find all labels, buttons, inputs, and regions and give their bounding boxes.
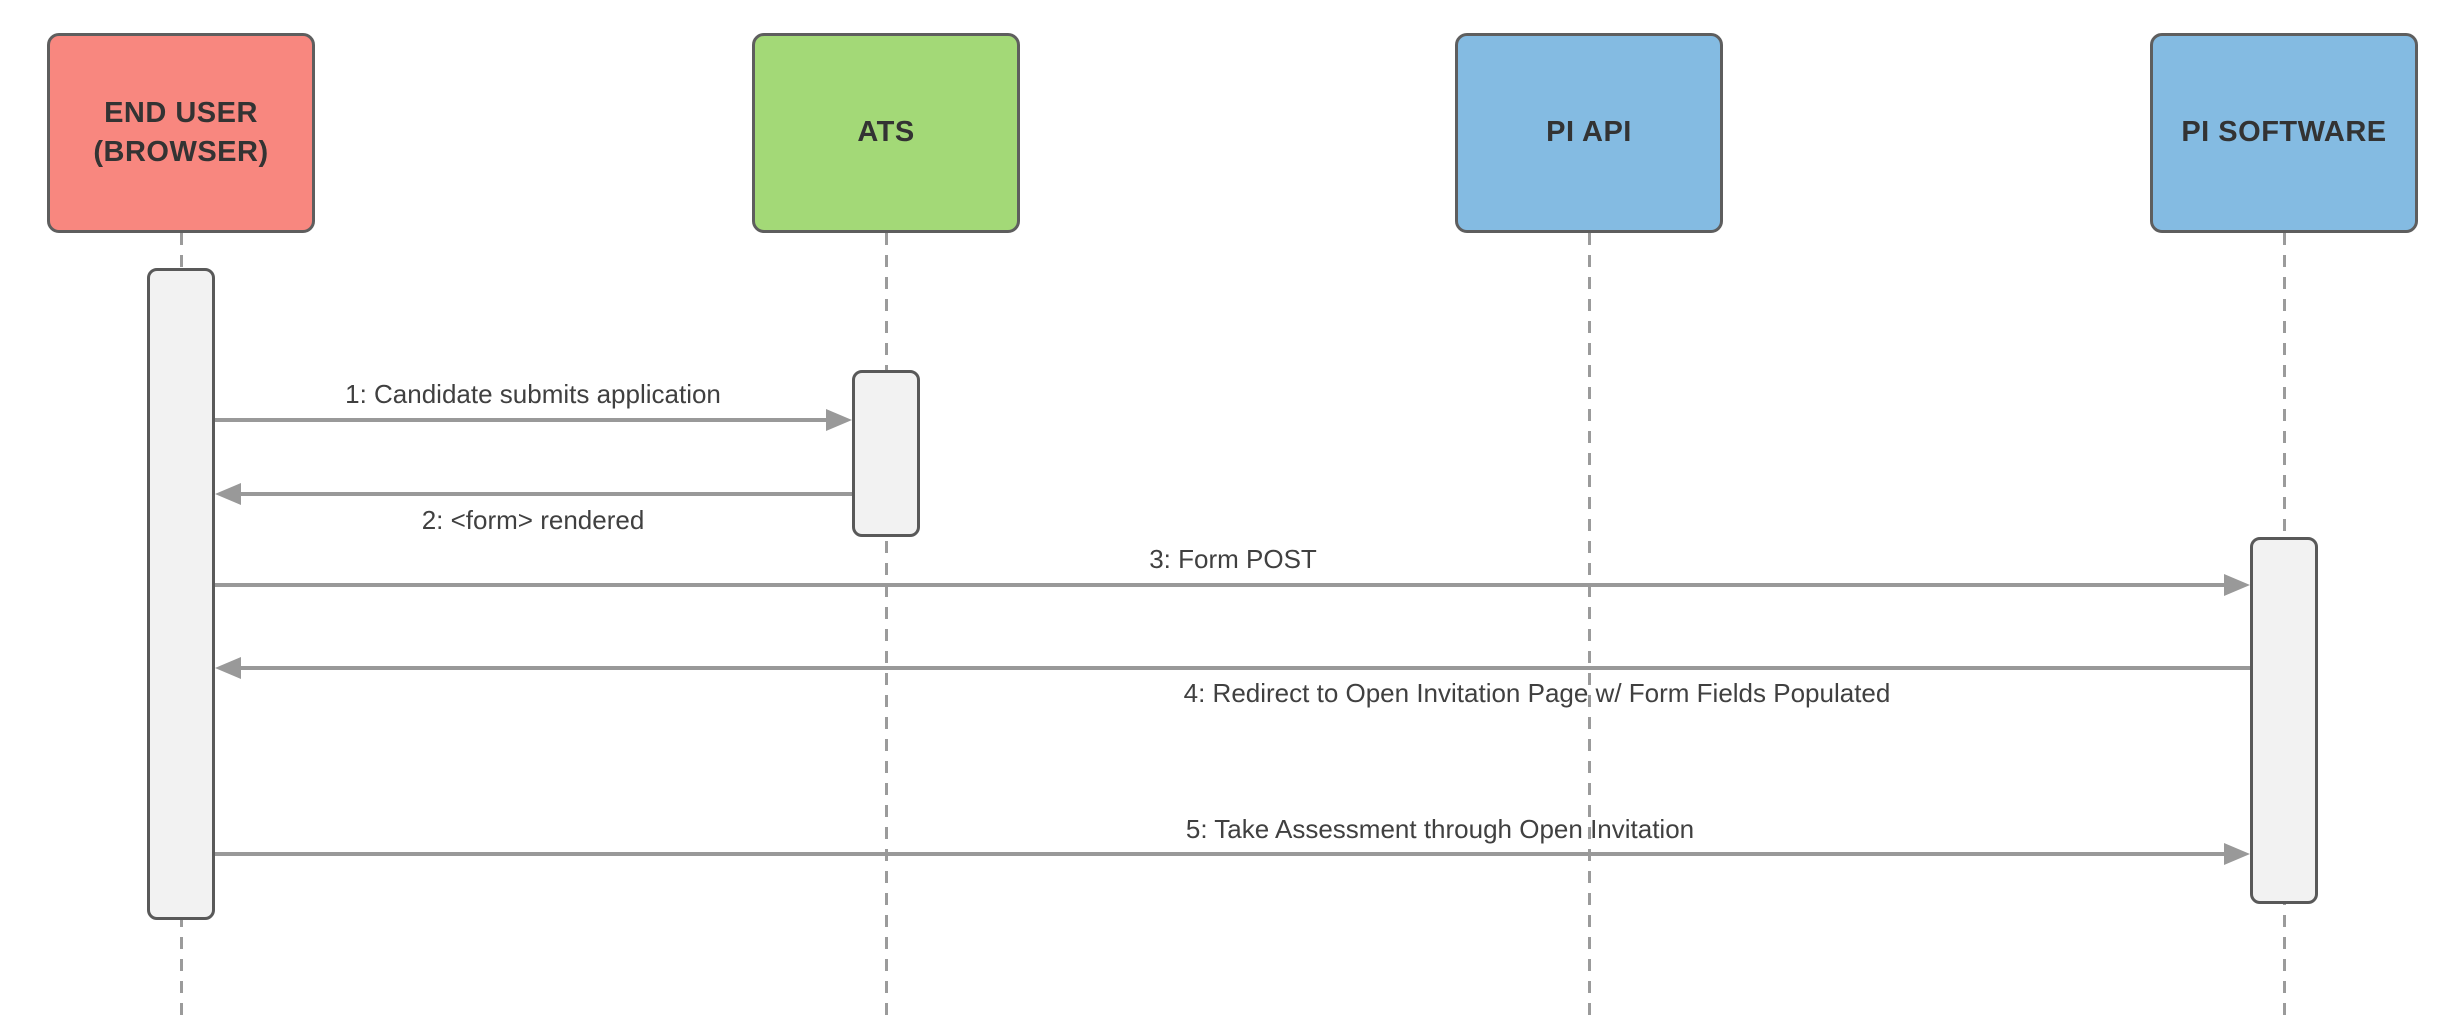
actor-label-end-user: END USER (BROWSER) [93,96,269,168]
actor-box-ats: ATS [752,33,1020,233]
arrowhead-left-icon [215,657,241,679]
actor-label-ats: ATS [857,116,915,149]
message-3-label: 3: Form POST [1149,544,1317,574]
activation-bar-pi-software [2250,537,2318,904]
actor-box-pi-api: PI API [1455,33,1723,233]
actor-box-pi-software: PI SOFTWARE [2150,33,2418,233]
activation-bar-end-user [147,268,215,920]
message-2-line [239,492,852,496]
message-4-label: 4: Redirect to Open Invitation Page w/ F… [1183,678,1891,708]
actor-label-pi-software: PI SOFTWARE [2181,116,2387,149]
lifeline-ats [885,233,888,1015]
actor-box-end-user: END USER (BROWSER) [47,33,315,233]
message-1-label: 1: Candidate submits application [345,379,721,409]
message-3-line [215,583,2226,587]
message-5-line [215,852,2226,856]
message-2-label: 2: <form> rendered [421,505,645,535]
arrowhead-right-icon [826,409,852,431]
arrowhead-right-icon [2224,843,2250,865]
message-5-label: 5: Take Assessment through Open Invitati… [1185,814,1695,844]
arrowhead-right-icon [2224,574,2250,596]
actor-label-pi-api: PI API [1546,116,1632,149]
message-4-line [239,666,2250,670]
activation-bar-ats [852,370,920,537]
message-1-line [215,418,828,422]
arrowhead-left-icon [215,483,241,505]
lifeline-pi-api [1588,233,1591,1015]
